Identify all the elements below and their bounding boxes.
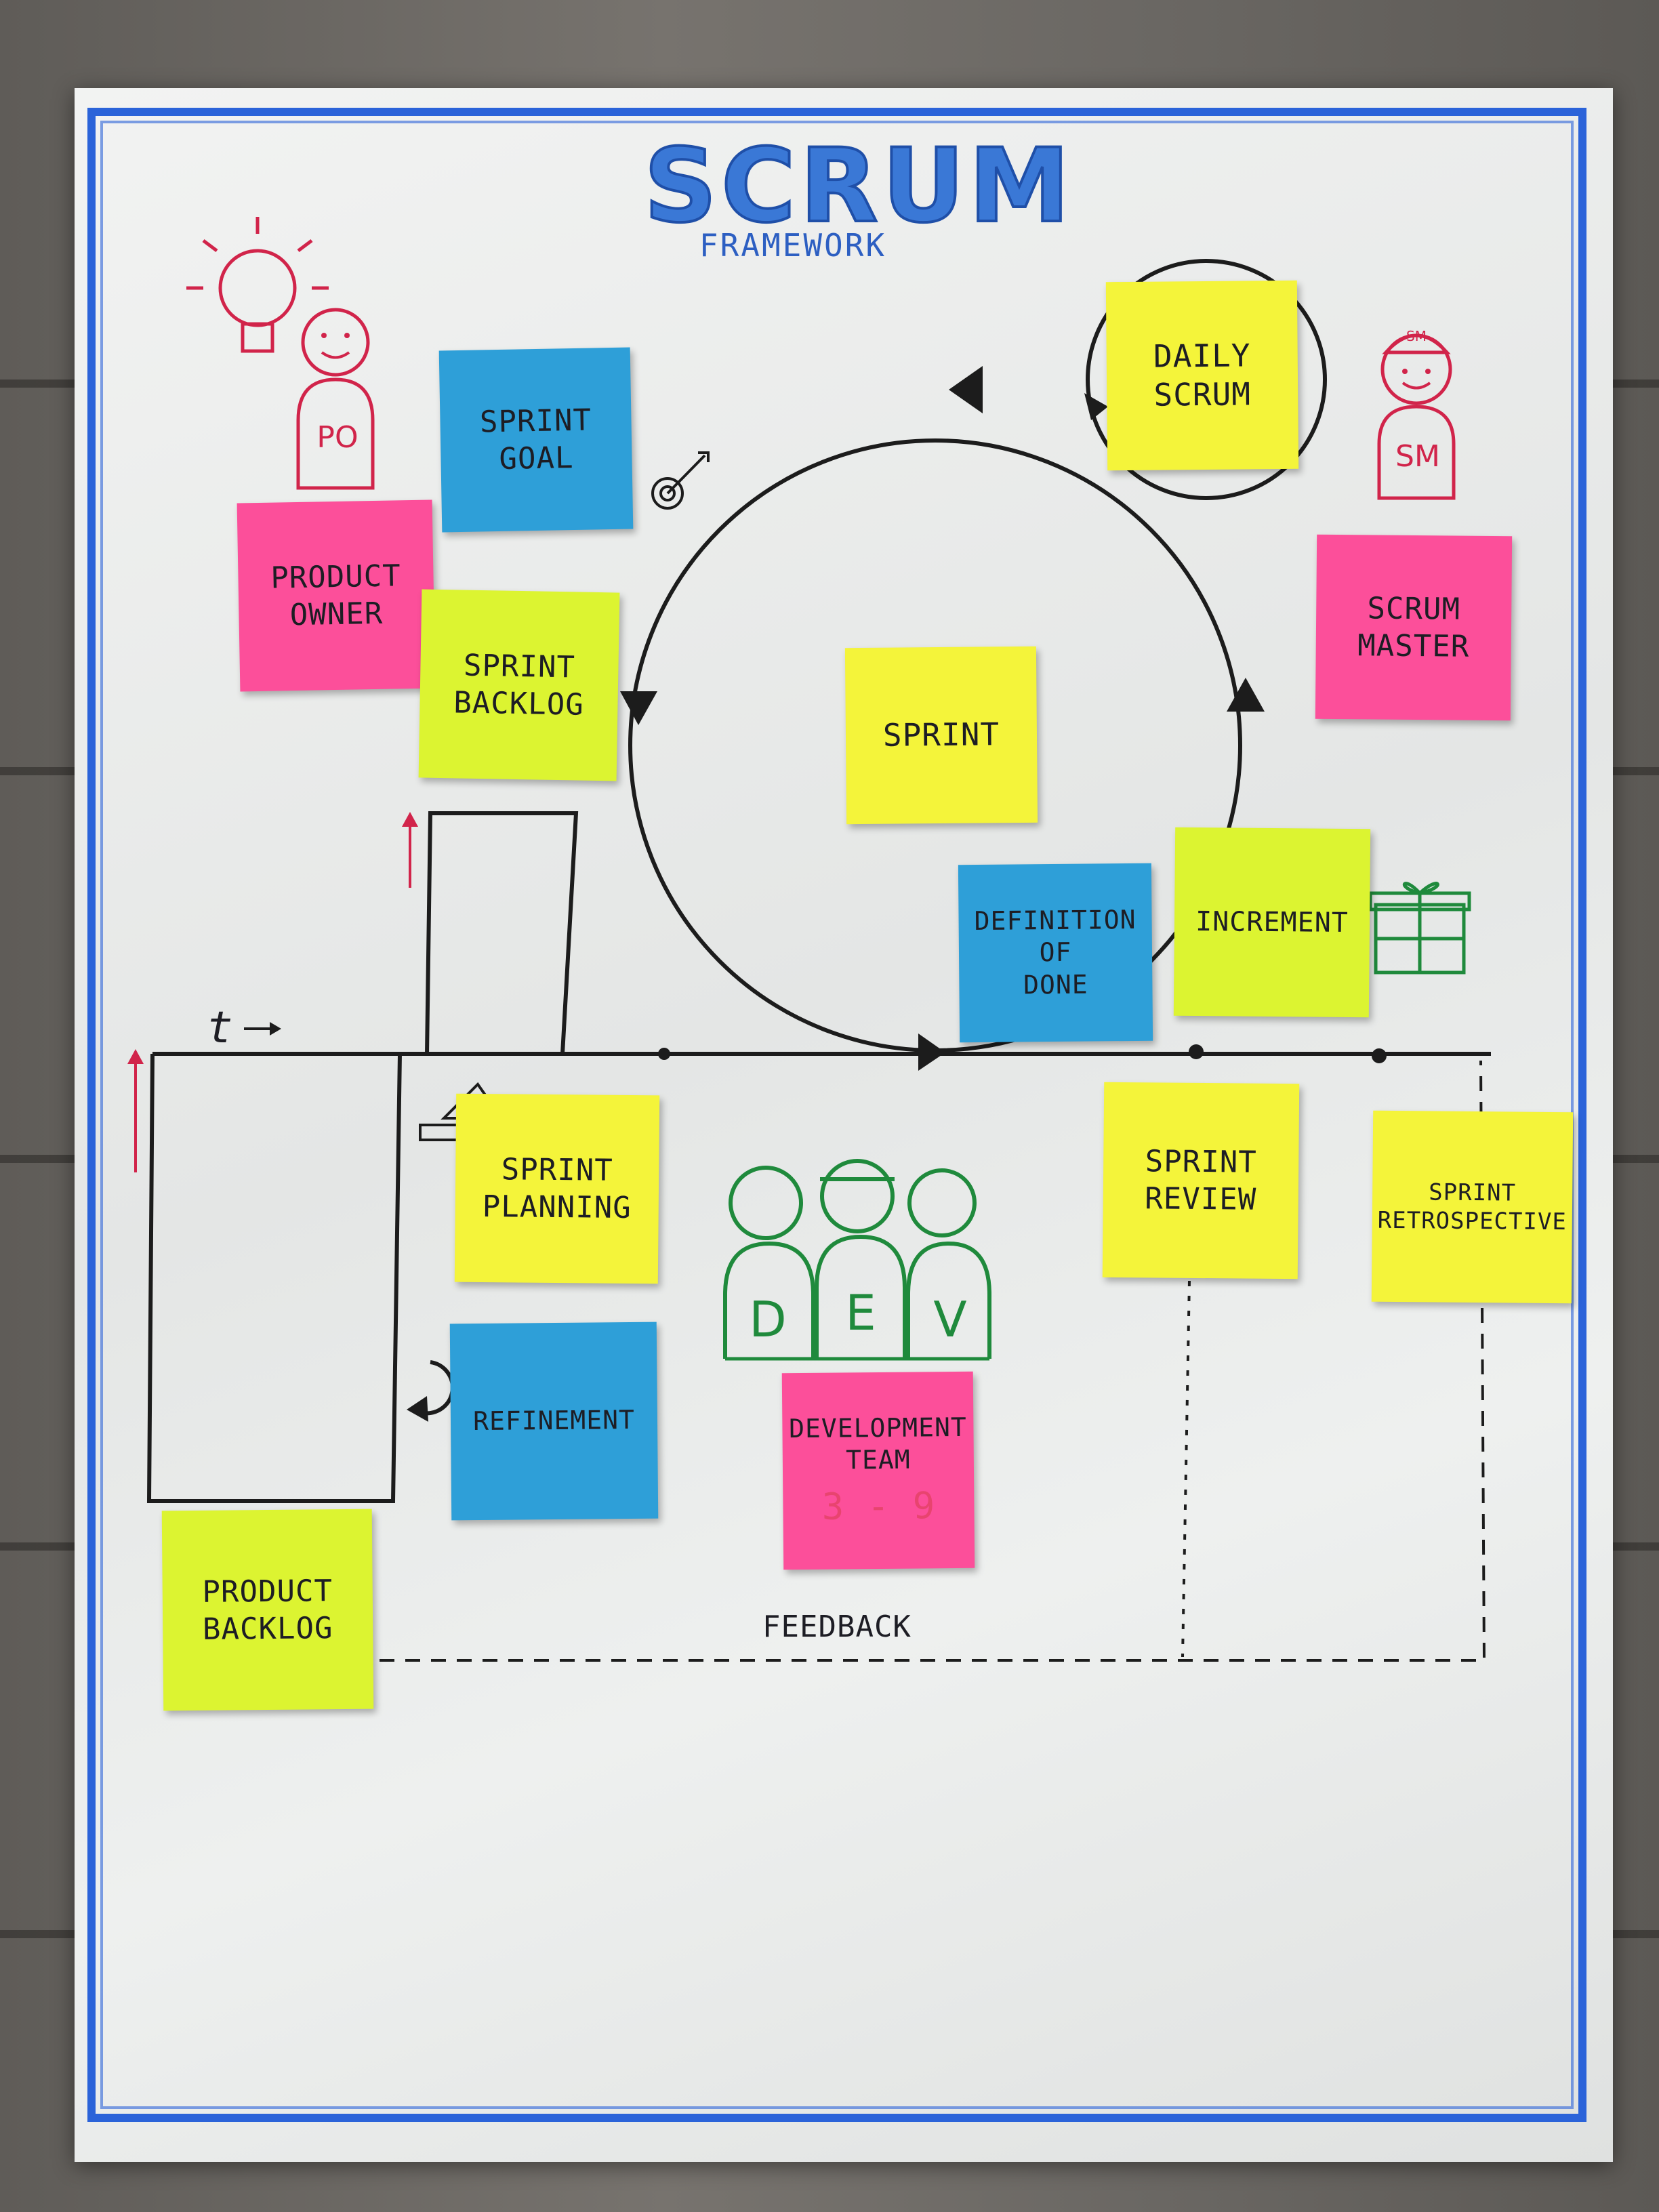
note-refinement: REFINEMENT (449, 1322, 659, 1521)
note-line: OWNER (289, 596, 384, 633)
board-title: SCRUM (642, 127, 1074, 245)
backlog-red-arrowhead (127, 1049, 144, 1064)
review-feedback-line (1181, 1280, 1191, 1658)
note-line: SPRINT (882, 716, 1000, 754)
note-line: SPRINT (1429, 1178, 1517, 1207)
note-line: SPRINT (501, 1152, 613, 1188)
note-line: REVIEW (1145, 1181, 1257, 1217)
dev-letter-d: D (749, 1291, 787, 1348)
note-line: SCRUM (1153, 375, 1252, 413)
timeline-dot-1 (658, 1048, 670, 1060)
note-daily-scrum: DAILY SCRUM (1105, 280, 1299, 471)
board-subtitle: FRAMEWORK (699, 227, 887, 264)
note-line: SCRUM (1367, 591, 1461, 627)
t-arrow-head (270, 1022, 281, 1036)
note-sprint-planning: SPRINT PLANNING (454, 1093, 660, 1284)
lightbulb-icon (186, 217, 329, 353)
note-line: SPRINT (463, 648, 576, 685)
note-product-owner: PRODUCT OWNER (237, 499, 436, 692)
daily-arrow (1084, 393, 1108, 420)
target-icon (651, 451, 710, 510)
gift-icon (1368, 882, 1471, 975)
note-line: BACKLOG (453, 685, 585, 722)
note-line: INCREMENT (1195, 906, 1349, 939)
timeline-dot-3 (1372, 1048, 1387, 1063)
note-sprint-retrospective: SPRINT RETROSPECTIVE (1371, 1110, 1574, 1304)
note-line: DEFINITION (974, 904, 1136, 936)
dev-letter-v: V (933, 1291, 967, 1348)
note-line: GOAL (499, 441, 574, 476)
note-product-backlog: PRODUCT BACKLOG (161, 1509, 374, 1711)
development-team-figures (723, 1159, 991, 1361)
loop-arrow-icon (407, 1360, 455, 1422)
note-line: REFINEMENT (472, 1405, 636, 1437)
note-line: DEVELOPMENT (788, 1412, 967, 1443)
note-sprint-goal: SPRINT GOAL (438, 347, 634, 533)
cycle-arrow-left (620, 691, 657, 725)
note-line: DAILY (1153, 336, 1251, 375)
team-size: 3 - 9 (821, 1484, 936, 1528)
note-development-team: DEVELOPMENT TEAM 3 - 9 (781, 1371, 975, 1570)
note-line: RETROSPECTIVE (1377, 1206, 1568, 1236)
note-definition-of-done: DEFINITION OF DONE (958, 863, 1153, 1043)
note-line: PRODUCT (202, 1573, 333, 1610)
note-line: SPRINT (479, 403, 592, 440)
sprint-backlog-red-arrowhead (402, 812, 418, 827)
note-line: MASTER (1357, 628, 1470, 664)
note-sprint-backlog: SPRINT BACKLOG (418, 589, 620, 781)
board-border (87, 108, 1586, 2122)
note-line: SPRINT (1145, 1144, 1257, 1180)
note-line: TEAM (845, 1444, 911, 1475)
sprint-backlog-column (425, 811, 579, 1054)
note-line: BACKLOG (202, 1610, 333, 1647)
note-line: PRODUCT (270, 558, 402, 596)
note-sprint: SPRINT (844, 646, 1038, 825)
note-increment: INCREMENT (1173, 827, 1371, 1018)
product-owner-figure (296, 308, 375, 490)
po-label: PO (316, 420, 359, 455)
timeline-t-label: t (207, 1003, 233, 1053)
sm-label: SM (1395, 439, 1440, 474)
cycle-arrow-top (949, 366, 983, 413)
scrum-master-figure (1377, 333, 1456, 500)
whiteboard-poster (75, 88, 1613, 2162)
note-line: OF (1039, 937, 1072, 968)
cycle-arrow-right (1227, 678, 1265, 712)
note-line: PLANNING (482, 1189, 632, 1225)
feedback-label: FEEDBACK (762, 1610, 912, 1644)
daily-scrum-loop (1086, 259, 1327, 500)
note-scrum-master: SCRUM MASTER (1315, 534, 1513, 721)
dev-letter-e: E (845, 1284, 876, 1341)
timeline-dot-2 (1189, 1044, 1204, 1059)
note-sprint-review: SPRINT REVIEW (1102, 1082, 1300, 1279)
note-line: DONE (1023, 969, 1088, 1000)
sm-cap-label: SM (1406, 328, 1427, 344)
product-backlog-column (146, 1053, 402, 1503)
